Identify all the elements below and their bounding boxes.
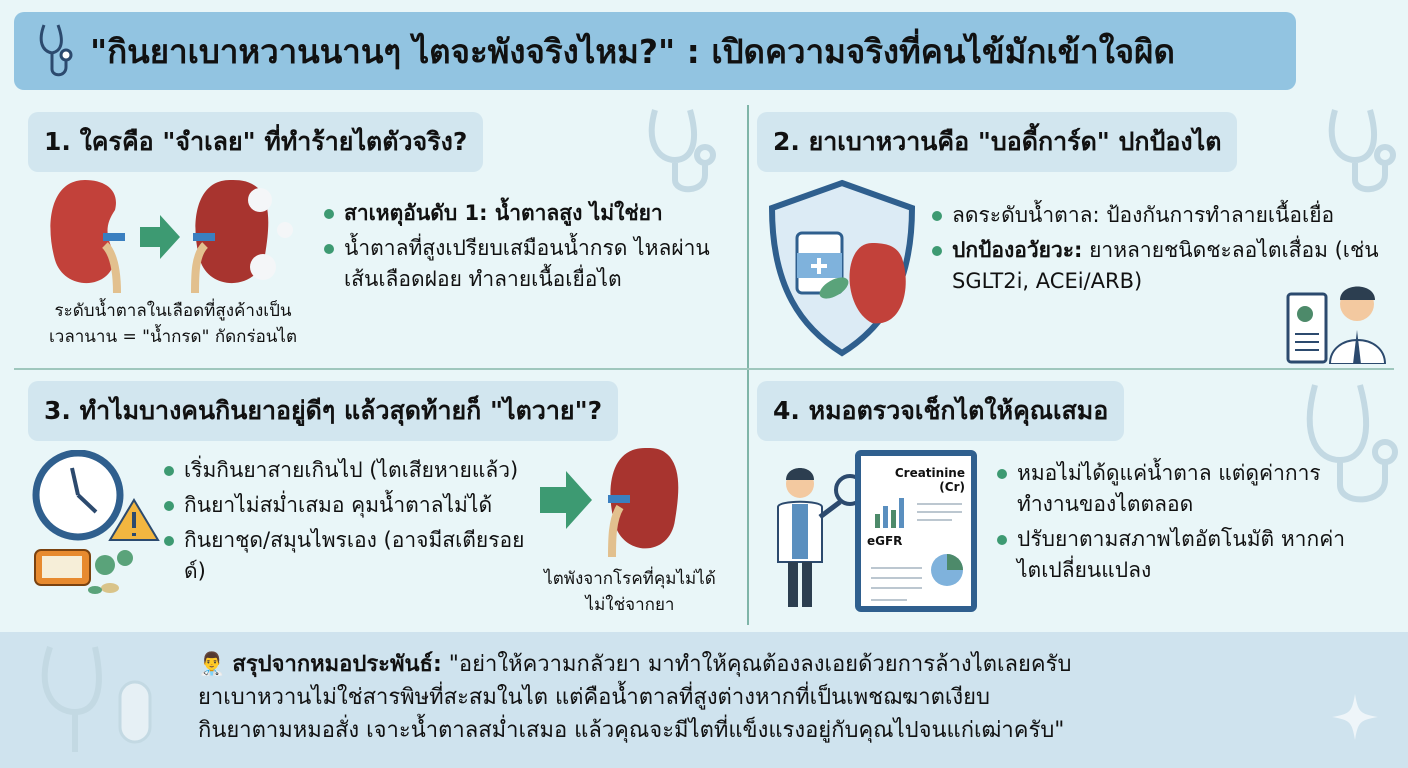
- clipboard-report-icon: Creatinine (Cr) eGFR: [855, 450, 977, 612]
- bullet-item: กินยาไม่สม่ำเสมอ คุมน้ำตาลไม่ได้: [162, 490, 532, 521]
- stethoscope-watermark-icon: [1328, 109, 1396, 193]
- bullet-item: น้ำตาลที่สูงเปรียบเสมือนน้ำกรด ไหลผ่านเส…: [322, 233, 742, 295]
- summary-line: ยาเบาหวานไม่ใช่สารพิษที่สะสมในไต แต่คือน…: [198, 685, 990, 710]
- bullet-list: ลดระดับน้ำตาล: ป้องกันการทำลายเนื้อเยื่อ…: [930, 200, 1390, 301]
- broken-clock-icon: [32, 450, 124, 541]
- arrow-right-icon: [140, 215, 180, 259]
- bullet-item: ลดระดับน้ำตาล: ป้องกันการทำลายเนื้อเยื่อ: [930, 200, 1390, 231]
- bullet-item: ปรับยาตามสภาพไตอัตโนมัติ หากค่าไตเปลี่ยน…: [995, 524, 1355, 586]
- late-treatment-illustration: [32, 450, 160, 594]
- warning-icon: [108, 498, 160, 541]
- egfr-label: eGFR: [867, 534, 903, 548]
- healthy-kidney-icon: [50, 180, 125, 294]
- section-3: 3. ทำไมบางคนกินยาอยู่ดีๆ แล้วสุดท้ายก็ "…: [28, 381, 619, 441]
- kidney-caption: ระดับน้ำตาลในเลือดที่สูงค้างเป็น เวลานาน…: [28, 298, 318, 350]
- summary-line: 👨‍⚕️ สรุปจากหมอประพันธ์: "อย่าให้ความกลั…: [198, 648, 1248, 681]
- kidney-failure-caption: ไตพังจากโรคที่คุมไม่ได้ ไม่ใช่จากยา: [520, 566, 740, 618]
- arrow-right-icon: [540, 471, 592, 529]
- vertical-divider: [747, 105, 749, 625]
- stethoscope-pills-watermark-icon: [41, 646, 152, 752]
- section-1: 1. ใครคือ "จำเลย" ที่ทำร้ายไตตัวจริง?: [28, 112, 484, 172]
- kidney-damage-illustration: [50, 180, 293, 294]
- sparkle-icon: [1332, 694, 1378, 740]
- summary-text: 👨‍⚕️ สรุปจากหมอประพันธ์: "อย่าให้ความกลั…: [198, 648, 1248, 747]
- title-banner: "กินยาเบาหวานนานๆ ไตจะพังจริงไหม?" : เปิ…: [14, 12, 1296, 90]
- doctor-magnifier-icon: [777, 468, 860, 607]
- section-heading: 1. ใครคือ "จำเลย" ที่ทำร้ายไตตัวจริง?: [28, 112, 484, 172]
- section-heading: 4. หมอตรวจเช็กไตให้คุณเสมอ: [757, 381, 1125, 441]
- summary-line: กินยาตามหมอสั่ง เจาะน้ำตาลสม่ำเสมอ แล้วค…: [198, 718, 1065, 743]
- damaged-kidney-icon: [608, 448, 679, 558]
- bullet-item: ปกป้องอวัยวะ: ยาหลายชนิดชะลอไตเสื่อม (เช…: [930, 235, 1390, 297]
- kidney-failure-illustration: [540, 448, 679, 558]
- stethoscope-watermark-icon: [648, 109, 716, 193]
- bullet-list: เริ่มกินยาสายเกินไป (ไตเสียหายแล้ว) กินย…: [162, 455, 532, 591]
- summary-label: สรุปจากหมอประพันธ์:: [232, 652, 442, 677]
- caption-line: ระดับน้ำตาลในเลือดที่สูงค้างเป็น: [54, 301, 292, 321]
- creatinine-label: Creatinine (Cr): [894, 466, 965, 494]
- bullet-item: หมอไม่ได้ดูแค่น้ำตาล แต่ดูค่าการทำงานของ…: [995, 458, 1355, 520]
- summary-quote: "อย่าให้ความกลัวยา มาทำให้คุณต้องลงเอยด้…: [448, 652, 1072, 677]
- horizontal-divider: [14, 368, 1394, 370]
- bar-chart-icon: [875, 498, 962, 528]
- damaged-kidney-icon: [191, 180, 293, 294]
- page-title: "กินยาเบาหวานนานๆ ไตจะพังจริงไหม?" : เปิ…: [90, 31, 1175, 71]
- summary-band: 👨‍⚕️ สรุปจากหมอประพันธ์: "อย่าให้ความกลั…: [0, 632, 1408, 768]
- shield-medicine-icon: [768, 179, 916, 357]
- stethoscope-watermark-icon: [1306, 384, 1398, 503]
- doctor-emoji-icon: 👨‍⚕️: [198, 652, 226, 677]
- section-heading: 3. ทำไมบางคนกินยาอยู่ดีๆ แล้วสุดท้ายก็ "…: [28, 381, 619, 441]
- section-4: 4. หมอตรวจเช็กไตให้คุณเสมอ: [757, 381, 1125, 441]
- caption-line: ไม่ใช่จากยา: [585, 595, 675, 615]
- pie-chart-icon: [871, 554, 963, 601]
- caption-line: เวลานาน = "น้ำกรด" กัดกร่อนไต: [48, 327, 297, 347]
- bullet-item: กินยาชุด/สมุนไพรเอง (อาจมีสเตียรอยด์): [162, 525, 532, 587]
- bullet-list: สาเหตุอันดับ 1: น้ำตาลสูง ไม่ใช่ยา น้ำตา…: [322, 198, 742, 299]
- bullet-item: เริ่มกินยาสายเกินไป (ไตเสียหายแล้ว): [162, 455, 532, 486]
- bullet-list: หมอไม่ได้ดูแค่น้ำตาล แต่ดูค่าการทำงานของ…: [995, 458, 1355, 590]
- herbal-pills-icon: [34, 549, 133, 594]
- section-2: 2. ยาเบาหวานคือ "บอดี้การ์ด" ปกป้องไต: [757, 112, 1238, 172]
- caption-line: ไตพังจากโรคที่คุมไม่ได้: [544, 569, 716, 589]
- section-heading: 2. ยาเบาหวานคือ "บอดี้การ์ด" ปกป้องไต: [757, 112, 1238, 172]
- doctor-clipboard-icon: [1286, 286, 1387, 364]
- stethoscope-icon: [39, 24, 73, 77]
- bullet-item: สาเหตุอันดับ 1: น้ำตาลสูง ไม่ใช่ยา: [322, 198, 742, 229]
